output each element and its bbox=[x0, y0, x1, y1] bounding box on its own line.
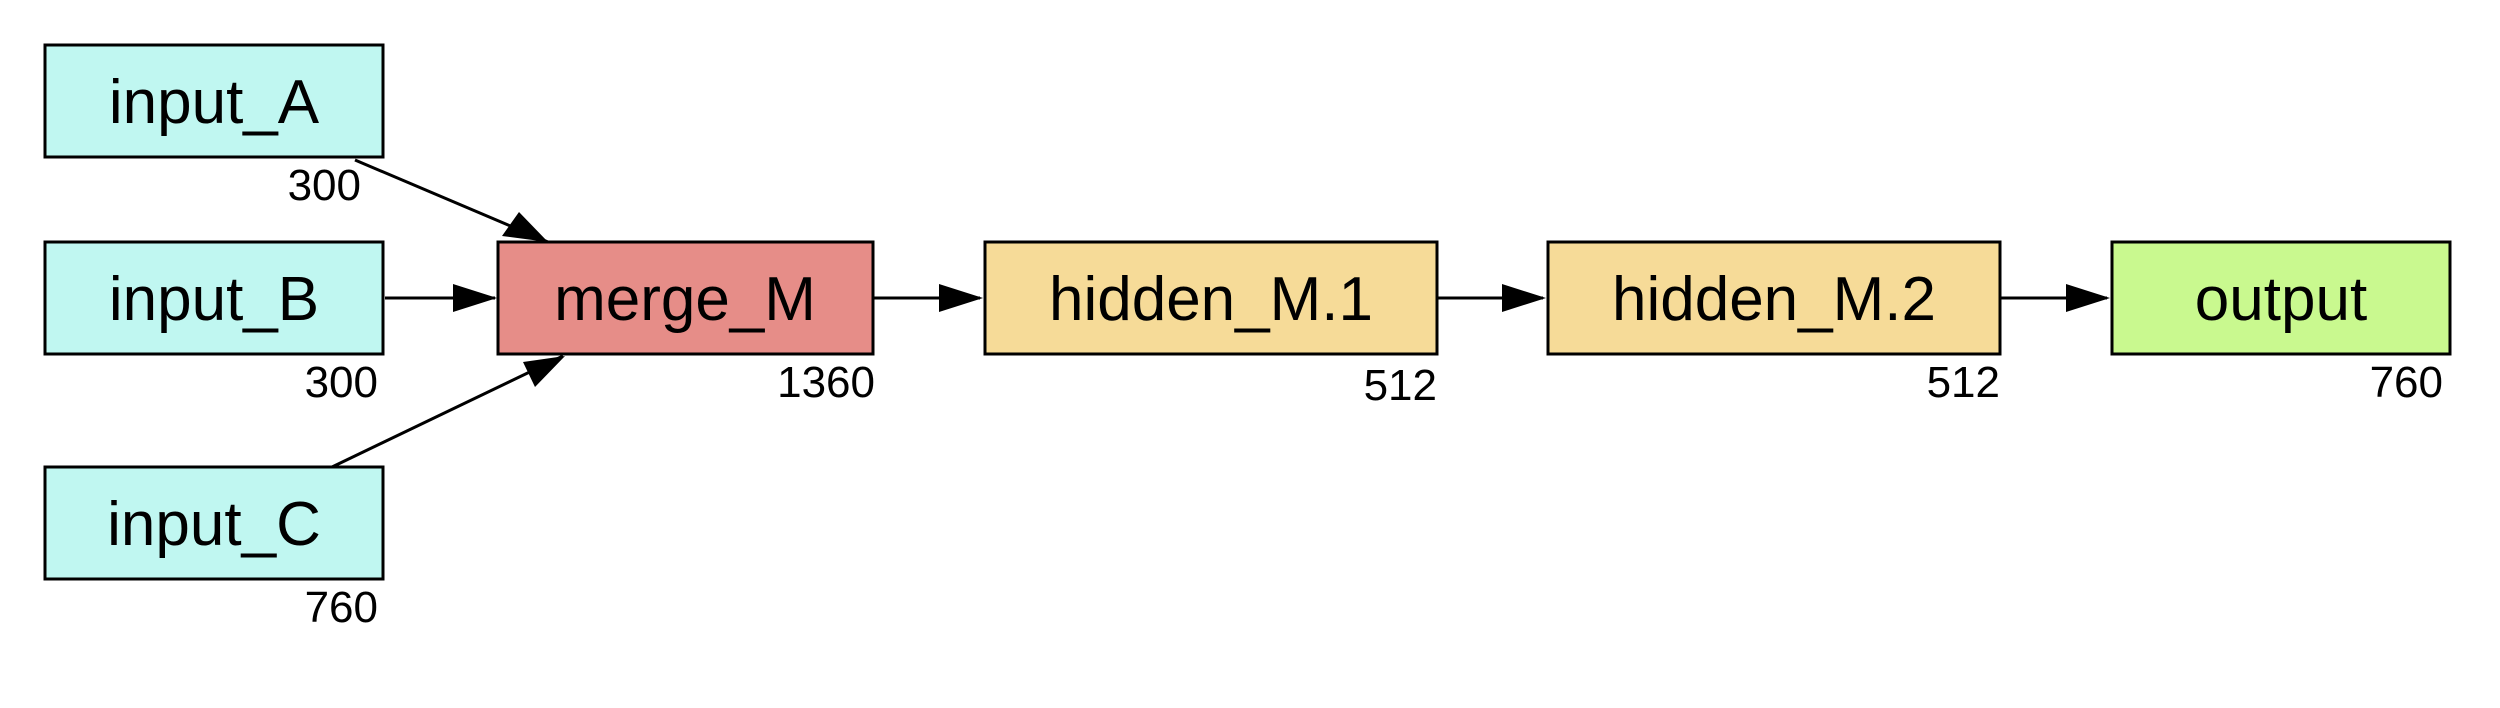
node-label: hidden_M.1 bbox=[1049, 265, 1373, 334]
arrow-input-c-to-merge bbox=[523, 356, 565, 387]
node-size-label: 300 bbox=[305, 358, 378, 407]
node-input-b: input_B 300 bbox=[43, 240, 385, 407]
node-box bbox=[496, 240, 875, 356]
node-label: input_B bbox=[109, 265, 319, 334]
node-box bbox=[1546, 240, 2002, 356]
arrow-hidden-1-to-hidden-2 bbox=[1502, 284, 1546, 312]
node-label: merge_M bbox=[554, 265, 816, 334]
arrow-input-b-to-merge bbox=[453, 284, 497, 312]
node-merge-m: merge_M 1360 bbox=[496, 240, 875, 407]
node-box bbox=[43, 465, 385, 581]
node-box bbox=[2110, 240, 2452, 356]
node-output: output 760 bbox=[2110, 240, 2452, 407]
edges bbox=[331, 158, 2110, 469]
node-hidden-m-2: hidden_M.2 512 bbox=[1546, 240, 2002, 407]
node-size-label: 512 bbox=[1364, 361, 1437, 410]
node-size-label: 512 bbox=[1927, 358, 2000, 407]
node-box bbox=[43, 43, 385, 159]
node-label: input_C bbox=[107, 490, 321, 559]
arrow-merge-to-hidden-1 bbox=[939, 284, 983, 312]
node-size-label: 1360 bbox=[777, 358, 875, 407]
node-hidden-m-1: hidden_M.1 512 bbox=[983, 240, 1439, 410]
node-size-label: 300 bbox=[288, 161, 361, 210]
node-label: input_A bbox=[109, 68, 320, 137]
node-input-a: input_A 300 bbox=[43, 43, 385, 210]
arrow-hidden-2-to-output bbox=[2066, 284, 2110, 312]
node-size-label: 760 bbox=[305, 583, 378, 632]
node-label: hidden_M.2 bbox=[1612, 265, 1936, 334]
edge-input-c-to-merge bbox=[331, 354, 564, 469]
arrow-input-a-to-merge bbox=[502, 212, 548, 242]
node-size-label: 760 bbox=[2370, 358, 2443, 407]
node-box bbox=[43, 240, 385, 356]
node-label: output bbox=[2195, 265, 2367, 334]
node-input-c: input_C 760 bbox=[43, 465, 385, 632]
node-box bbox=[983, 240, 1439, 356]
